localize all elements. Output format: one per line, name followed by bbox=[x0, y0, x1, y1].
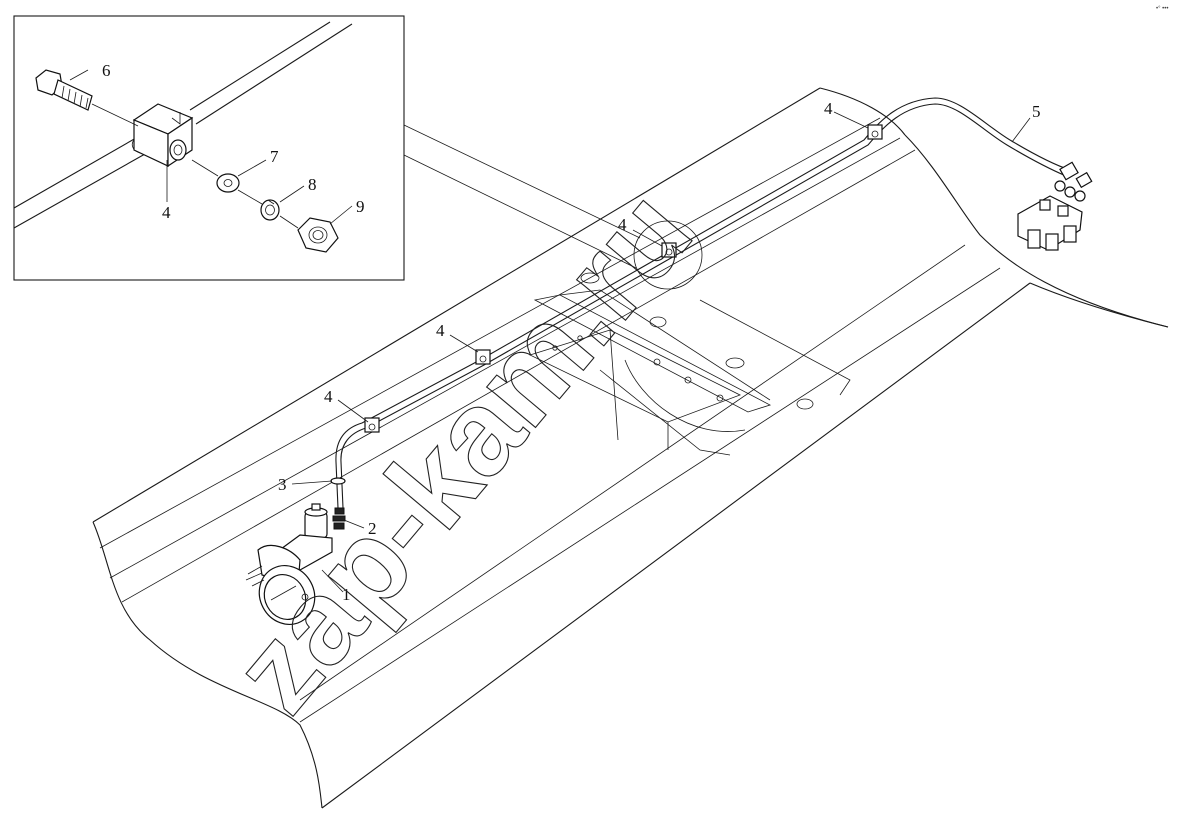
corner-mark: •° ••• bbox=[1156, 6, 1168, 12]
callout-4-b: 4 bbox=[436, 321, 445, 340]
pipe-connector bbox=[332, 507, 346, 530]
callout-7: 7 bbox=[270, 147, 279, 166]
vehicle-frame bbox=[92, 87, 1169, 809]
callout-6: 6 bbox=[102, 61, 111, 80]
detail-inset bbox=[13, 15, 405, 281]
watermark: zap-kam.ru bbox=[207, 165, 717, 736]
pipe-clamp bbox=[364, 124, 883, 433]
valve-block bbox=[1017, 161, 1093, 251]
callout-4-c: 4 bbox=[618, 215, 627, 234]
callout-8: 8 bbox=[308, 175, 317, 194]
detail-circle bbox=[633, 220, 703, 290]
callout-3: 3 bbox=[278, 475, 287, 494]
callout-4-a: 4 bbox=[324, 387, 333, 406]
callout-9: 9 bbox=[356, 197, 365, 216]
callout-1: 1 bbox=[342, 585, 351, 604]
zoom-line bbox=[403, 124, 641, 239]
callout-4-inset: 4 bbox=[162, 203, 171, 222]
brake-chamber bbox=[245, 503, 333, 625]
callout-2: 2 bbox=[368, 519, 377, 538]
callout-5: 5 bbox=[1032, 102, 1041, 121]
leader-lines bbox=[69, 69, 1031, 593]
callout-4-d: 4 bbox=[824, 99, 833, 118]
zoom-line bbox=[403, 154, 637, 269]
